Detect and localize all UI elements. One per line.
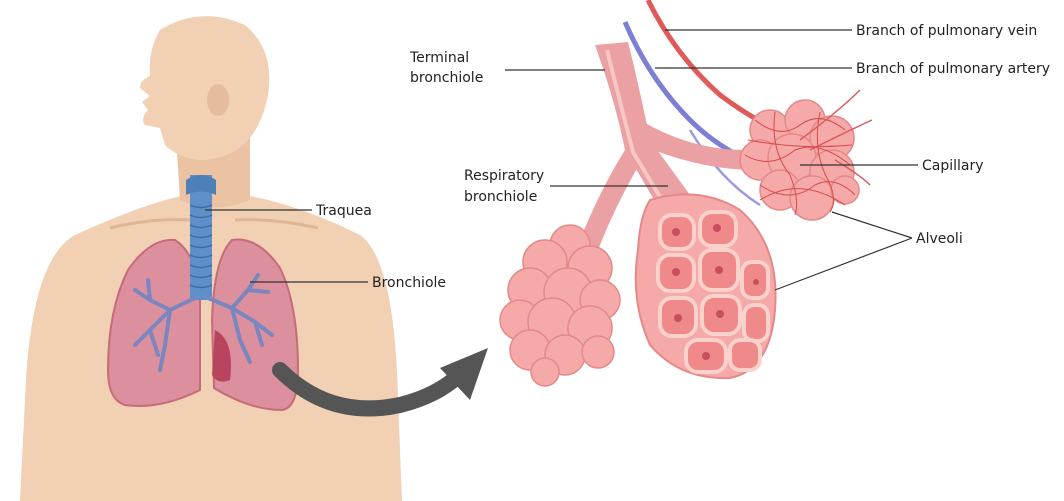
- human-torso: [20, 16, 402, 501]
- label-respiratory-bronchiole-line2: bronchiole: [464, 189, 537, 205]
- alveolar-sac-large: [636, 194, 776, 378]
- label-respiratory-bronchiole-line1: Respiratory: [464, 168, 544, 184]
- leader-alveoli-1: [832, 212, 912, 238]
- label-traquea: Traquea: [315, 203, 372, 219]
- label-pulmonary-vein: Branch of pulmonary vein: [856, 23, 1037, 39]
- label-pulmonary-artery: Branch of pulmonary artery: [856, 61, 1050, 77]
- label-bronchiole: Bronchiole: [372, 275, 446, 291]
- label-alveoli: Alveoli: [916, 231, 963, 247]
- label-terminal-bronchiole-line2: bronchiole: [410, 70, 483, 86]
- label-capillary: Capillary: [922, 158, 984, 174]
- label-terminal-bronchiole-line1: Terminal: [409, 50, 469, 66]
- leader-alveoli-2: [775, 238, 912, 290]
- alveolar-detail: [500, 0, 872, 386]
- alveolar-sac-small: [500, 225, 620, 386]
- ear: [207, 84, 229, 116]
- capillary-cluster: [740, 90, 872, 220]
